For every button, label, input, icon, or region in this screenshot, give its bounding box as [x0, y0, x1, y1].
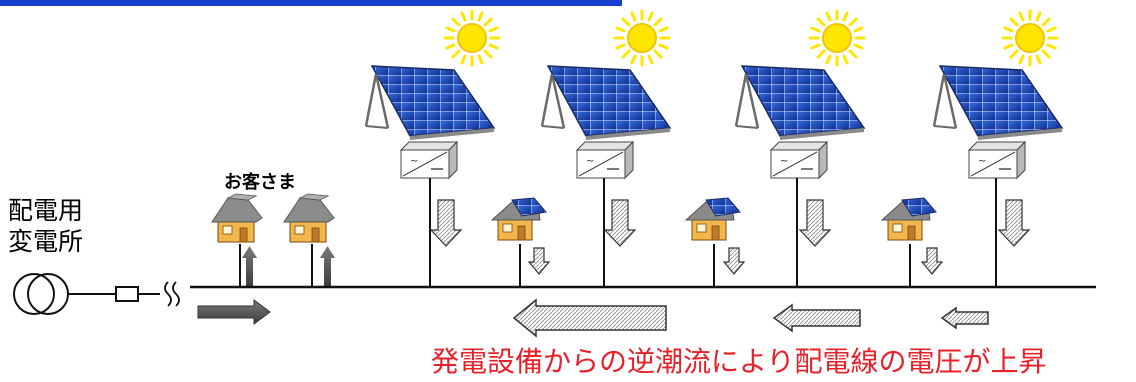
generation-flow-arrow [799, 199, 831, 247]
consumption-arrow [242, 246, 335, 287]
forward-flow-arrow [197, 299, 271, 325]
generation-flow-arrow [604, 199, 636, 247]
breaker-icon [115, 286, 139, 302]
house-icon [881, 197, 937, 241]
house-flow-arrow [921, 247, 943, 275]
house-icon [211, 193, 263, 243]
house-icon [491, 197, 547, 241]
generation-flow-arrow [998, 199, 1030, 247]
reverse-flow-arrow [940, 306, 989, 330]
inverter-icon [968, 141, 1026, 179]
sun-icon [613, 9, 671, 67]
reverse-flow-arrow [772, 303, 861, 333]
inverter-icon [400, 141, 458, 179]
house-flow-arrow [723, 247, 745, 275]
solar-panel-icon [364, 64, 496, 142]
solar-panel-icon [540, 64, 672, 142]
caption-text: 発電設備からの逆潮流により配電線の電圧が上昇 [431, 345, 1046, 378]
solar-panel-icon [734, 64, 866, 142]
sun-icon [1001, 9, 1059, 67]
transformer-icon [13, 273, 69, 315]
generation-flow-arrow [430, 199, 462, 247]
inverter-icon [770, 141, 828, 179]
sun-icon [443, 9, 501, 67]
solar-panel-icon [932, 64, 1064, 142]
house-icon [685, 197, 741, 241]
inverter-icon [576, 141, 634, 179]
line-break-icon [164, 281, 180, 307]
customers-label: お客さま [224, 171, 296, 193]
substation-label-line2: 変電所 [8, 227, 83, 256]
sun-icon [808, 9, 866, 67]
header-bar [0, 0, 622, 6]
inverter-drop-lines [429, 178, 997, 287]
substation-label-line1: 配電用 [8, 196, 83, 225]
reverse-flow-arrow [512, 298, 667, 338]
house-flow-arrow [528, 247, 550, 275]
house-icon [283, 193, 335, 243]
